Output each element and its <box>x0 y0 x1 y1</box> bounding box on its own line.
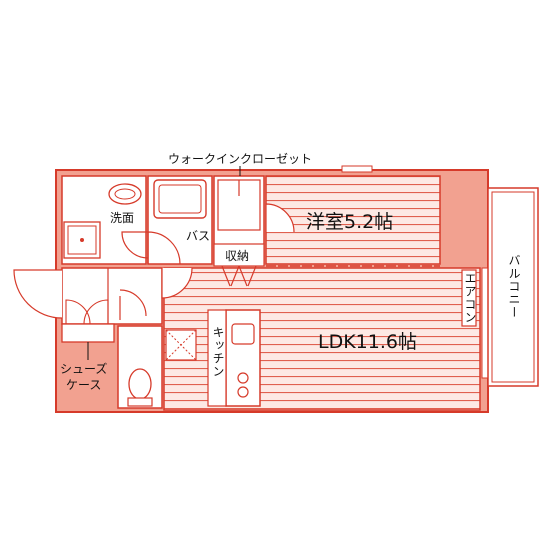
kitchen-label: キッチン <box>211 326 225 378</box>
ldk-label: LDK11.6帖 <box>318 331 417 353</box>
walk-in-closet-label: ウォークインクローゼット <box>168 152 313 166</box>
aircon-unit <box>461 269 477 327</box>
hall-door-swing <box>119 289 147 320</box>
storage-label: 収納 <box>225 249 250 263</box>
storage-door-3 <box>230 265 240 287</box>
shoe-case-door-1 <box>65 299 91 325</box>
kitchen-backwall <box>207 309 227 407</box>
bath-door-swing <box>147 231 181 265</box>
balcony <box>487 187 539 387</box>
entrance-door-swing <box>13 269 63 319</box>
window-top <box>341 165 373 173</box>
balcony-label: バルコニー <box>507 254 521 319</box>
kitchen-sink <box>231 323 255 345</box>
washroom-door-swing <box>121 231 149 259</box>
stove-burner-2 <box>237 386 249 398</box>
window-sliding <box>481 267 489 379</box>
ldk-door-swing <box>161 267 193 299</box>
shoes-case-label-1: シューズ <box>60 362 108 376</box>
shoes-case-label-2: ケース <box>66 378 102 392</box>
washroom-label: 洗面 <box>110 211 135 225</box>
washing-machine-inner <box>67 225 97 255</box>
toilet-tank <box>127 397 153 407</box>
storage-door-1 <box>221 265 231 287</box>
western-room-label: 洋室5.2帖 <box>306 211 394 233</box>
wash-basin <box>108 183 142 205</box>
entrance-hall <box>61 267 163 325</box>
western-room-floor <box>265 175 441 265</box>
bath-label: バス <box>186 229 211 243</box>
refrigerator-x-2 <box>165 329 197 361</box>
toilet-bowl <box>128 368 152 400</box>
storage-door-4 <box>238 265 248 287</box>
shoes-case <box>61 323 115 343</box>
storage-door-2 <box>247 265 257 287</box>
stove-burner-1 <box>237 372 249 384</box>
shoe-case-door-2 <box>83 299 109 325</box>
aircon-label: エアコン <box>463 272 477 324</box>
balcony-rail <box>491 191 535 383</box>
wash-basin-inner <box>114 188 136 200</box>
bathtub <box>153 179 207 219</box>
western-room-door-swing <box>265 203 295 233</box>
washing-machine-drain <box>80 238 84 242</box>
bathtub-inner <box>158 184 202 214</box>
